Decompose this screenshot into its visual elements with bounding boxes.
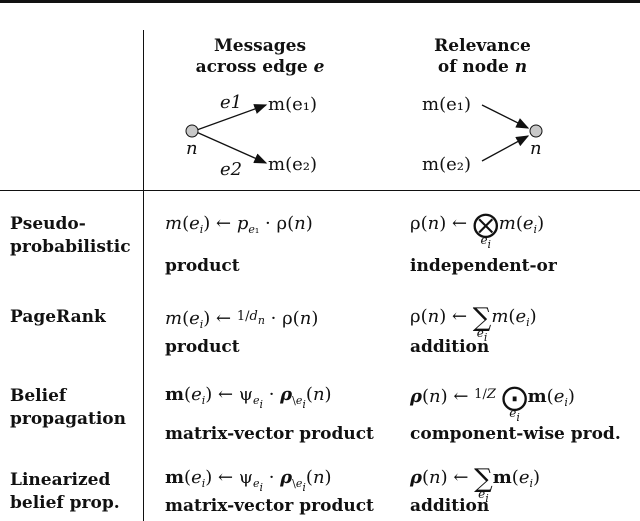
relevance-desc-linearized: addition [410,496,490,516]
incoming-arrow-1 [481,104,530,129]
message-formula-belief: m(ei) ← ψei · ρ\ei(n) [165,384,332,411]
message-formula-pagerank: m(ei) ← 1/dn · ρ(n) [165,308,319,331]
relevance-diagram: n m(e₁) m(e₂) [422,94,543,175]
header-relevance-line1: Relevance [434,36,531,56]
incoming-arrow-2 [481,135,530,162]
message-formula-linearized: m(ei) ← ψei · ρ\ei(n) [165,467,332,494]
row-label-pagerank: PageRank [10,307,106,327]
message-desc-linearized: matrix-vector product [165,496,374,516]
message-desc-belief: matrix-vector product [165,424,374,444]
row-label-linearized-belief: Linearized belief prop. [10,470,120,513]
header-relevance-var: n [514,57,528,77]
top-rule [0,0,640,3]
relevance-desc-belief: component-wise prod. [410,424,621,444]
header-messages-var: e [313,57,325,77]
header-rule [0,190,640,191]
incoming-message1: m(e₁) [422,94,471,115]
edge1-label: e1 [220,92,242,113]
incoming-message2: m(e₂) [422,154,471,175]
edge-arrow-1 [193,104,268,132]
relevance-desc-pagerank: addition [410,337,490,357]
message2-label: m(e₂) [268,154,317,175]
edge2-label: e2 [220,159,242,180]
message-desc-pagerank: product [165,337,240,357]
messages-diagram: n e1 e2 m(e₁) m(e₂) [185,92,317,180]
message-desc-pseudo: product [165,256,240,276]
row-label-pseudo-probabilistic: Pseudo- probabilistic [10,214,131,257]
target-node-label: n [530,138,542,159]
relevance-desc-pseudo: independent-or [410,256,557,276]
header-relevance-line2: of node [437,57,515,77]
header-messages-line1: Messages [213,36,307,56]
message-formula-pseudo: m(ei) ← pe₁ · ρ(n) [165,213,313,236]
target-node-circle [529,124,543,138]
edge-arrow-2 [193,130,268,164]
column-divider [143,30,144,521]
row-label-belief-propagation: Belief propagation [10,386,126,429]
message1-label: m(e₁) [268,94,317,115]
header-messages: Messages across edge e [185,36,335,78]
header-relevance: Relevance of node n [400,36,565,78]
node-circle [185,124,199,138]
node-label: n [186,138,198,159]
header-messages-line2: across edge [195,57,314,77]
